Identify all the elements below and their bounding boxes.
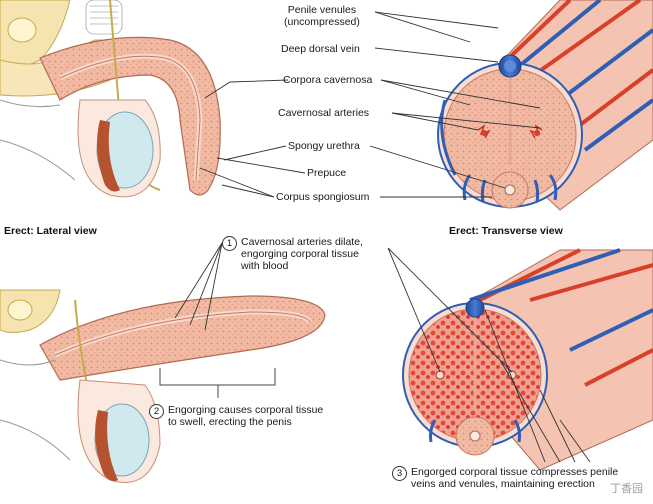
step-1-line-3: with blood — [241, 260, 289, 272]
step-3: 3 Engorged corporal tissue compresses pe… — [392, 466, 618, 490]
step-3-line-1: Engorged corporal tissue compresses peni… — [411, 466, 619, 478]
view-title-transverse: Erect: Transverse view — [449, 225, 563, 237]
label-prepuce: Prepuce — [307, 167, 347, 179]
step-3-number: 3 — [392, 466, 407, 481]
step-2: 2 Engorging causes corporal tissue to sw… — [149, 404, 323, 428]
step-3-line-2: veins and venules, maintaining erection — [411, 478, 595, 490]
lateral-view-bottom — [0, 289, 326, 483]
label-corpora-cavernosa: Corpora cavernosa — [283, 74, 373, 86]
label-deep-dorsal-vein: Deep dorsal vein — [281, 43, 360, 55]
transverse-view-top — [437, 0, 653, 211]
label-penile-venules: Penile venules (uncompressed) — [284, 4, 360, 28]
label-penile-venules-line2: (uncompressed) — [284, 16, 360, 28]
step-1: 1 Cavernosal arteries dilate, engorging … — [222, 236, 363, 272]
step-2-line-2: to swell, erecting the penis — [168, 416, 292, 428]
label-cavernosal-arteries: Cavernosal arteries — [278, 107, 370, 119]
lateral-view-top — [0, 0, 221, 198]
transverse-view-bottom — [402, 248, 653, 471]
step-2-line-1: Engorging causes corporal tissue — [168, 404, 324, 416]
leader-lines — [174, 11, 591, 463]
label-corpus-spongiosum: Corpus spongiosum — [276, 191, 370, 203]
step-1-number: 1 — [222, 236, 237, 251]
view-title-lateral: Erect: Lateral view — [4, 225, 97, 237]
step-1-line-2: engorging corporal tissue — [241, 248, 359, 260]
step-2-number: 2 — [149, 404, 164, 419]
step-1-line-1: Cavernosal arteries dilate, — [241, 236, 363, 248]
watermark: 丁香园 — [610, 483, 643, 495]
label-spongy-urethra: Spongy urethra — [288, 140, 360, 152]
label-penile-venules-line1: Penile venules — [287, 4, 357, 16]
